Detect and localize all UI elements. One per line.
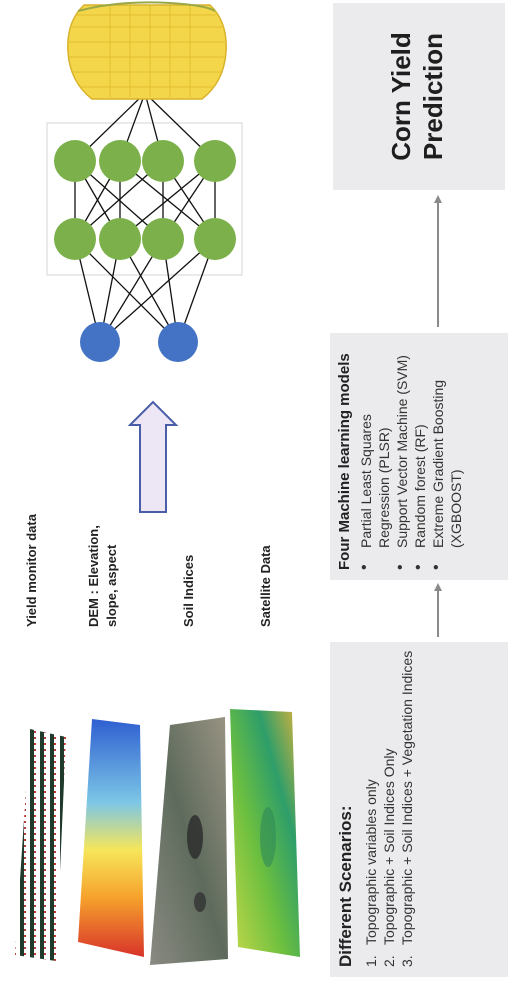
- arrowhead-icon: [434, 195, 442, 203]
- hidden-neuron: [99, 140, 141, 182]
- yield-map-image: [15, 729, 66, 961]
- network-connections: [74, 92, 216, 343]
- hidden-neuron: [194, 218, 236, 260]
- hidden-neuron: [194, 140, 236, 182]
- arrowhead-icon: [434, 583, 442, 591]
- corn-cob-image: [67, 1, 227, 100]
- input-neuron: [80, 322, 120, 362]
- hidden-neuron: [142, 218, 184, 260]
- hidden-neuron: [142, 140, 184, 182]
- dem-map-image: [78, 719, 144, 957]
- hidden-neuron: [99, 218, 141, 260]
- input-neuron: [158, 322, 198, 362]
- network-frame: [46, 122, 243, 276]
- hidden-neuron: [54, 218, 96, 260]
- hidden-neuron: [54, 140, 96, 182]
- block-arrow-icon: [127, 400, 179, 513]
